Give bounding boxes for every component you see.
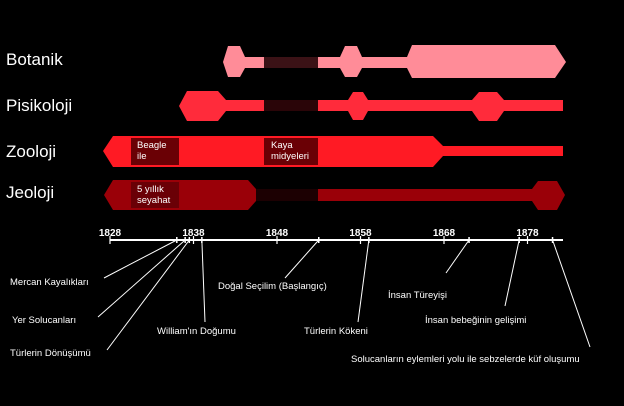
- bar-jeoloji-box-seyahat: [131, 182, 179, 208]
- event-leader-line: [97, 239, 186, 318]
- axis-year-label: 1828: [99, 228, 122, 239]
- bar-zooloji-box-kaya: [264, 138, 318, 165]
- bar-pisikoloji-start: [179, 91, 264, 121]
- event-leader-line: [504, 239, 520, 307]
- bar-jeoloji-end: [318, 181, 565, 210]
- event-leader-line: [284, 239, 320, 279]
- event-label: İnsan Türeyişi: [388, 290, 447, 301]
- event-label: William'ın Doğumu: [157, 326, 236, 337]
- event-leader-line: [103, 239, 178, 279]
- axis-year-label: 1858: [349, 228, 372, 239]
- category-label-jeoloji: Jeoloji: [6, 183, 55, 202]
- bar-zooloji: [103, 136, 563, 167]
- bar-jeoloji-start: [104, 180, 256, 210]
- bar-pisikoloji-main: [318, 92, 563, 121]
- bar-botanik-start: [223, 46, 264, 77]
- bar-zooloji-box-beagle: [131, 138, 179, 165]
- category-label-zooloji: Zooloji: [6, 142, 57, 161]
- category-label-pisikoloji: Pisikoloji: [6, 96, 73, 115]
- axis-year-label: 1878: [516, 228, 539, 239]
- event-label: Doğal Seçilim (Başlangıç): [218, 281, 327, 292]
- axis-year-label: 1838: [182, 228, 205, 239]
- bar-botanik-end: [407, 45, 566, 78]
- event-label: İnsan bebeğinin gelişimi: [425, 315, 526, 326]
- axis-year-label: 1868: [433, 228, 456, 239]
- event-label: Solucanların eylemleri yolu ile sebzeler…: [351, 354, 580, 365]
- bar-jeoloji-gap: [256, 189, 318, 201]
- bar-pisikoloji-gap: [264, 100, 318, 111]
- event-label: Türlerin Dönüşümü: [10, 348, 91, 359]
- event-label: Türlerin Kökeni: [304, 326, 368, 337]
- event-label: Mercan Kayalıkları: [10, 277, 89, 288]
- category-label-botanik: Botanik: [6, 50, 63, 69]
- axis-year-label: 1848: [266, 228, 289, 239]
- event-leader-line: [552, 239, 591, 348]
- event-leader-line: [445, 239, 470, 274]
- event-leader-line: [201, 239, 206, 323]
- event-leader-line: [106, 239, 190, 351]
- event-leader-line: [357, 239, 370, 323]
- event-label: Yer Solucanları: [12, 315, 76, 326]
- bar-botanik-gap: [264, 57, 318, 68]
- bar-botanik-mid: [318, 46, 407, 77]
